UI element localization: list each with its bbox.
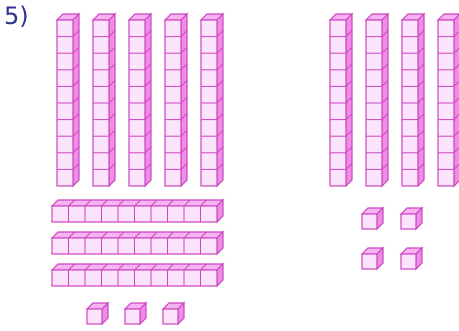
- right-rod-3: [402, 14, 424, 186]
- left-flat-2: [52, 232, 223, 254]
- left-rod-1: [57, 14, 79, 186]
- left-rod-4: [165, 14, 187, 186]
- left-group-blocks: [52, 14, 223, 324]
- left-rod-5: [201, 14, 223, 186]
- left-flat-3: [52, 264, 223, 286]
- right-unit-cube-1: [362, 208, 383, 229]
- left-unit-cube-2: [125, 303, 146, 324]
- right-unit-cube-3: [362, 248, 383, 269]
- right-rod-1: [330, 14, 352, 186]
- left-rod-3: [129, 14, 151, 186]
- right-unit-cube-2: [401, 208, 422, 229]
- left-rod-2: [93, 14, 115, 186]
- right-unit-cube-4: [401, 248, 422, 269]
- right-rod-2: [366, 14, 388, 186]
- left-flat-1: [52, 200, 223, 222]
- right-rod-4: [438, 14, 459, 186]
- right-group-blocks: [330, 14, 459, 269]
- left-unit-cube-3: [163, 303, 184, 324]
- left-unit-cube-1: [87, 303, 108, 324]
